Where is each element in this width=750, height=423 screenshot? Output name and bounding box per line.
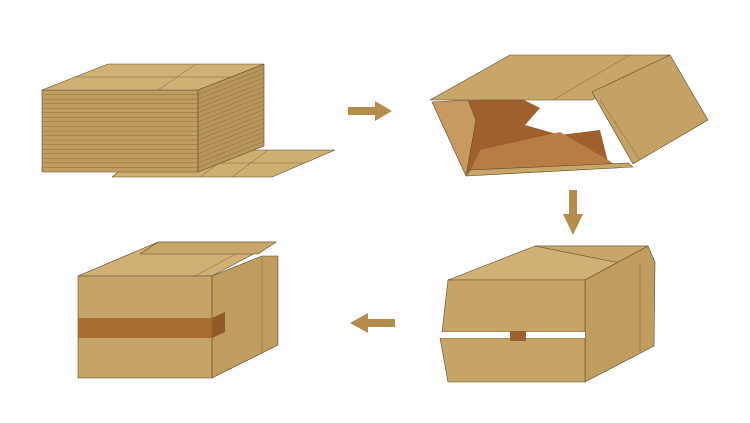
stack-layer-side-line	[197, 104, 265, 132]
tube-right-panel	[591, 54, 709, 165]
box-tape-front	[78, 318, 212, 338]
fold-upper-flap	[441, 279, 586, 333]
stack-layer-side-line	[197, 81, 265, 109]
fold-lower-flap	[439, 337, 586, 383]
stack-layer-side-line	[197, 118, 265, 145]
box-top-flap	[139, 241, 277, 255]
step-flaps-folding	[439, 245, 656, 383]
stack-layer-side-line	[197, 109, 265, 136]
stack-layer-side-line	[197, 127, 265, 155]
tube-bottom-rim	[465, 162, 634, 177]
stack-layer-side-line	[197, 91, 265, 118]
stack-layer-side-line	[197, 72, 265, 100]
step-taped-box	[77, 241, 279, 379]
box-tape-side	[212, 312, 225, 338]
stack-layer-side-line	[197, 77, 265, 104]
tube-window	[540, 94, 592, 128]
stack-layer-side-line	[197, 136, 265, 164]
stack-layer-side-line	[197, 113, 265, 141]
fold-tape	[510, 331, 526, 341]
stack-layer-side-line	[197, 132, 265, 159]
tube-left-flap	[431, 99, 477, 177]
stack-layer-side-line	[197, 100, 265, 127]
step-flat-stack	[41, 63, 336, 178]
stack-layer-lines	[42, 68, 265, 168]
arrow-down	[563, 190, 583, 235]
arrow-right	[348, 101, 392, 121]
box-right-side	[211, 255, 279, 379]
stack-layer-side-line	[197, 95, 265, 123]
stack-layer-side-line	[197, 68, 265, 95]
stack-layer-side-line	[197, 122, 265, 150]
stack-layer-side-line	[197, 141, 265, 168]
stack-layer-side-line	[197, 86, 265, 114]
arrow-left	[350, 313, 395, 333]
step-opened-tube	[429, 54, 709, 177]
